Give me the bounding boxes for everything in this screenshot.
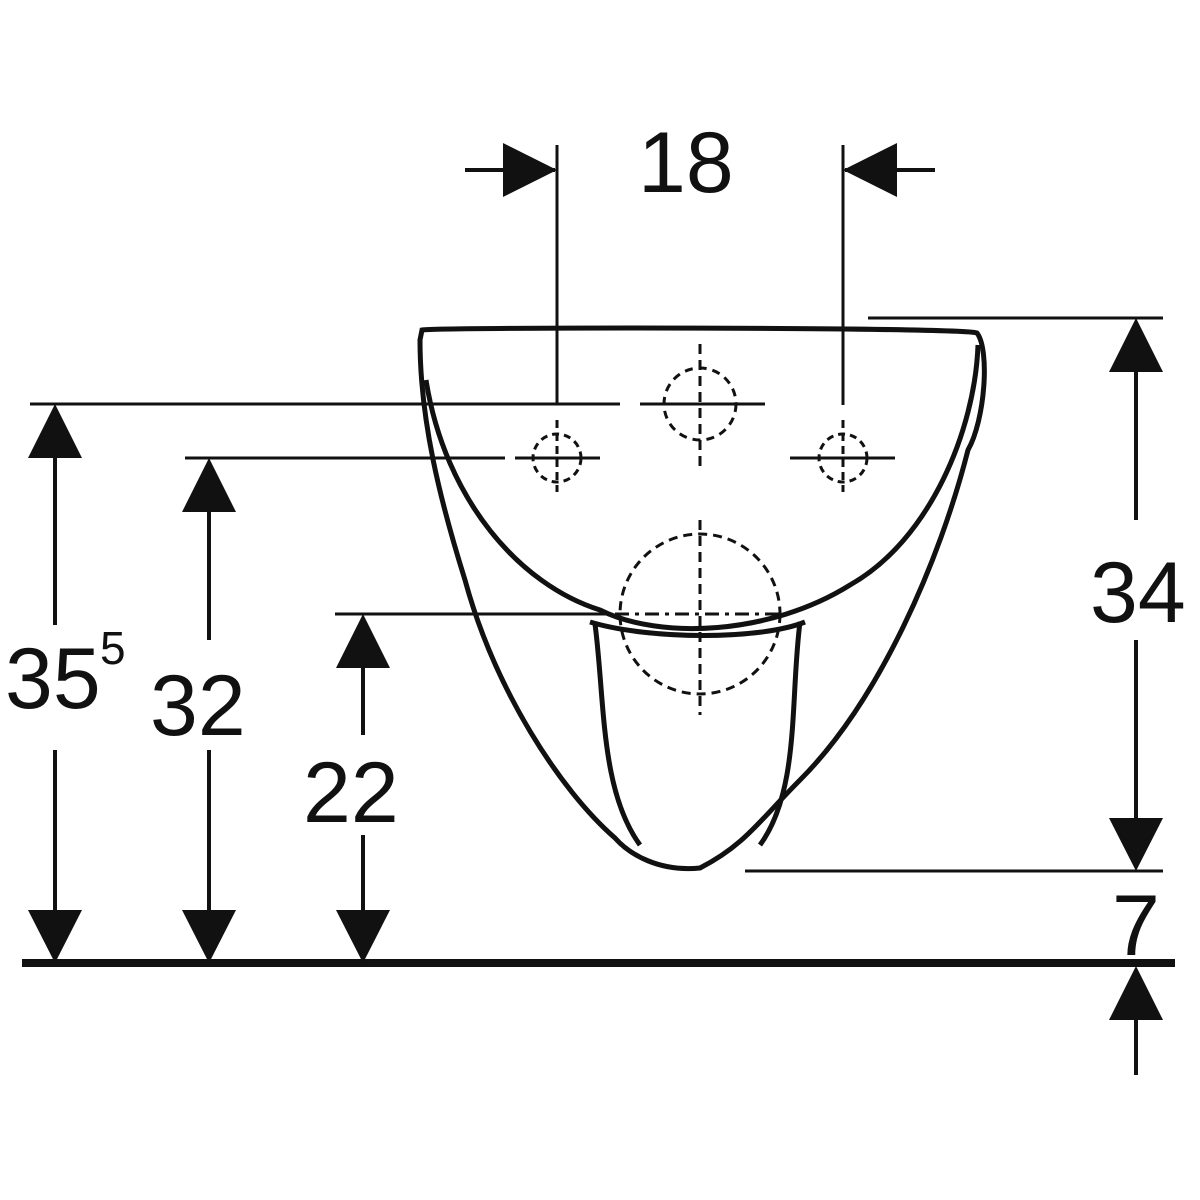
dim-32-label: 32 [150, 658, 246, 754]
dim-355-main: 35 [5, 631, 101, 727]
dim-355-label: 35 [5, 631, 101, 727]
dim-34-arrowheads [1109, 318, 1163, 871]
dim-7-label: 7 [1112, 878, 1160, 974]
dim-18-arrowheads [503, 143, 897, 197]
dim-355-sup: 5 [100, 622, 126, 674]
dim-7-arrowheads [1109, 966, 1163, 1020]
toilet-bowl-outline [417, 325, 987, 872]
center-marks [515, 344, 895, 715]
outlet-top [589, 619, 806, 638]
dim-34-label: 34 [1090, 545, 1186, 641]
dim-32-arrowheads [182, 458, 236, 963]
dim-22-arrowheads [336, 614, 390, 963]
dim-355-arrowheads [28, 404, 82, 963]
outlet-left [592, 623, 643, 847]
outlet-right [757, 621, 803, 847]
left-reference-lines [30, 402, 620, 616]
right-reference-lines [745, 316, 1163, 873]
outlet-hole [618, 532, 782, 696]
dim-18-label: 18 [638, 115, 734, 211]
rim-curve [423, 344, 981, 632]
dim-22-label: 22 [303, 745, 399, 841]
